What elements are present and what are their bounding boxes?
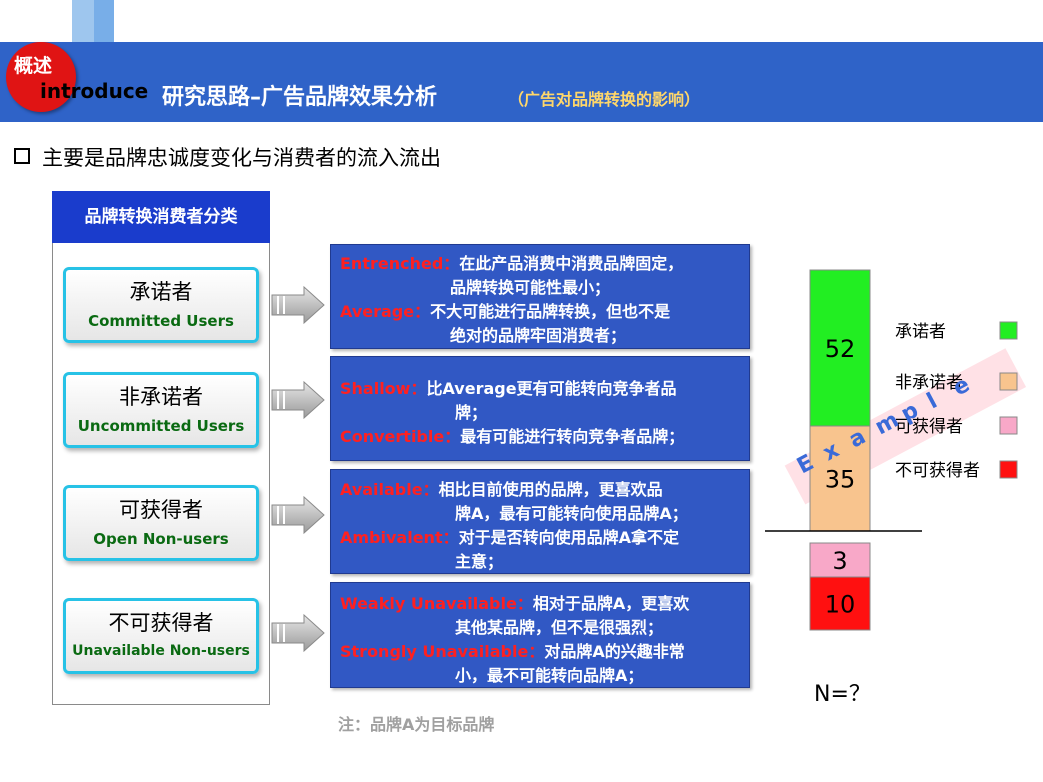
desc-line: 绝对的品牌牢固消费者； <box>450 326 627 345</box>
desc-line: 小，最不可能转向品牌A； <box>455 666 644 685</box>
header-badge-text: 概述 <box>14 55 53 77</box>
category-open-nonusers: 可获得者 Open Non-users <box>63 485 259 561</box>
desc-box-uncommitted: Shallow：比Average更有可能转向竞争者品 牌； Convertibl… <box>330 356 750 461</box>
category-en-label: Committed Users <box>88 312 234 330</box>
category-cn-label: 非承诺者 <box>119 385 203 409</box>
legend-label: 可获得者 <box>895 417 963 437</box>
category-en-label: Uncommitted Users <box>77 417 245 435</box>
header-bar <box>0 42 1043 122</box>
bullet-text: 主要是品牌忠诚度变化与消费者的流入流出 <box>42 146 441 170</box>
desc-line: 其他某品牌，但不是很强烈； <box>455 618 664 637</box>
legend-label: 承诺者 <box>895 322 946 342</box>
header-intro: introduce <box>40 79 149 103</box>
category-en-label: Open Non-users <box>93 530 229 548</box>
category-panel-title: 品牌转换消费者分类 <box>52 191 270 243</box>
legend-label: 不可获得者 <box>895 461 980 481</box>
bar-value-label: 3 <box>832 547 847 575</box>
page-title: 研究思路–广告品牌效果分析 <box>162 85 438 110</box>
desc-line: Weakly Unavailable：相对于品牌A，更喜欢 <box>340 594 690 613</box>
bar-value-label: 35 <box>825 466 856 494</box>
bar-segment <box>809 269 871 427</box>
legend-swatch <box>999 321 1018 340</box>
desc-box-open-nonusers: Available：相比目前使用的品牌，更喜欢品 牌A，最有可能转向使用品牌A；… <box>330 469 750 574</box>
arrow-right-icon <box>271 613 325 653</box>
desc-line: Strongly Unavailable：对品牌A的兴趣非常 <box>340 642 685 661</box>
legend-swatch <box>999 416 1018 435</box>
arrow-right-icon <box>271 285 325 325</box>
category-uncommitted: 非承诺者 Uncommitted Users <box>63 372 259 448</box>
desc-line: Shallow：比Average更有可能转向竞争者品 <box>340 379 677 398</box>
desc-line: 牌； <box>455 403 488 422</box>
desc-line: Convertible：最有可能进行转向竞争者品牌； <box>340 427 685 446</box>
desc-line: Ambivalent：对于是否转向使用品牌A拿不定 <box>340 528 679 547</box>
footnote: 注：品牌A为目标品牌 <box>338 715 495 734</box>
sample-size-label: N=？ <box>814 682 871 707</box>
arrow-right-icon <box>271 380 325 420</box>
desc-line: Entrenched：在此产品消费中消费品牌固定， <box>340 254 684 273</box>
desc-line: Average：不大可能进行品牌转换，但也不是 <box>340 302 671 321</box>
category-en-label: Unavailable Non-users <box>72 643 250 659</box>
bar-value-label: 52 <box>825 335 856 363</box>
bar-segment <box>809 542 871 578</box>
category-cn-label: 不可获得者 <box>108 611 214 635</box>
arrow-right-icon <box>271 495 325 535</box>
desc-box-unavailable-nonusers: Weakly Unavailable：相对于品牌A，更喜欢 其他某品牌，但不是很… <box>330 582 750 688</box>
legend-swatch <box>999 372 1018 391</box>
desc-line: 主意； <box>455 552 504 571</box>
desc-line: 牌A，最有可能转向使用品牌A； <box>455 504 688 523</box>
category-committed: 承诺者 Committed Users <box>63 267 259 343</box>
category-unavailable-nonusers: 不可获得者 Unavailable Non-users <box>63 598 259 674</box>
bullet-square-icon <box>14 148 30 164</box>
page-subtitle: （广告对品牌转换的影响） <box>508 90 701 109</box>
legend-label: 非承诺者 <box>895 373 963 393</box>
legend-swatch <box>999 460 1018 479</box>
category-cn-label: 可获得者 <box>119 498 203 522</box>
bar-value-label: 10 <box>825 591 856 619</box>
header-badge <box>6 42 76 112</box>
category-cn-label: 承诺者 <box>129 280 193 304</box>
desc-line: Available：相比目前使用的品牌，更喜欢品 <box>340 480 663 499</box>
bar-segment <box>809 576 871 631</box>
desc-box-committed: Entrenched：在此产品消费中消费品牌固定， 品牌转换可能性最小； Ave… <box>330 244 750 349</box>
bar-segment <box>809 425 871 532</box>
desc-line: 品牌转换可能性最小； <box>450 278 611 297</box>
